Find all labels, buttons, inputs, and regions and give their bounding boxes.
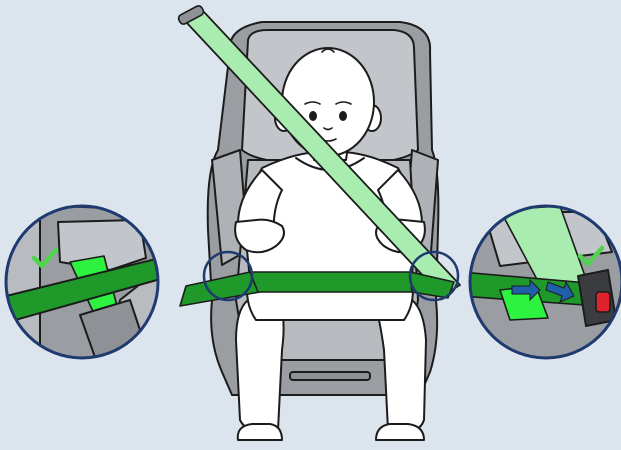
right-callout-detail <box>460 200 621 360</box>
lap-belt-center-segment <box>250 272 412 292</box>
child-left-foot <box>238 424 282 440</box>
child-right-foot <box>376 424 424 440</box>
seat-base-slot <box>290 372 370 380</box>
left-callout-detail <box>0 205 164 360</box>
